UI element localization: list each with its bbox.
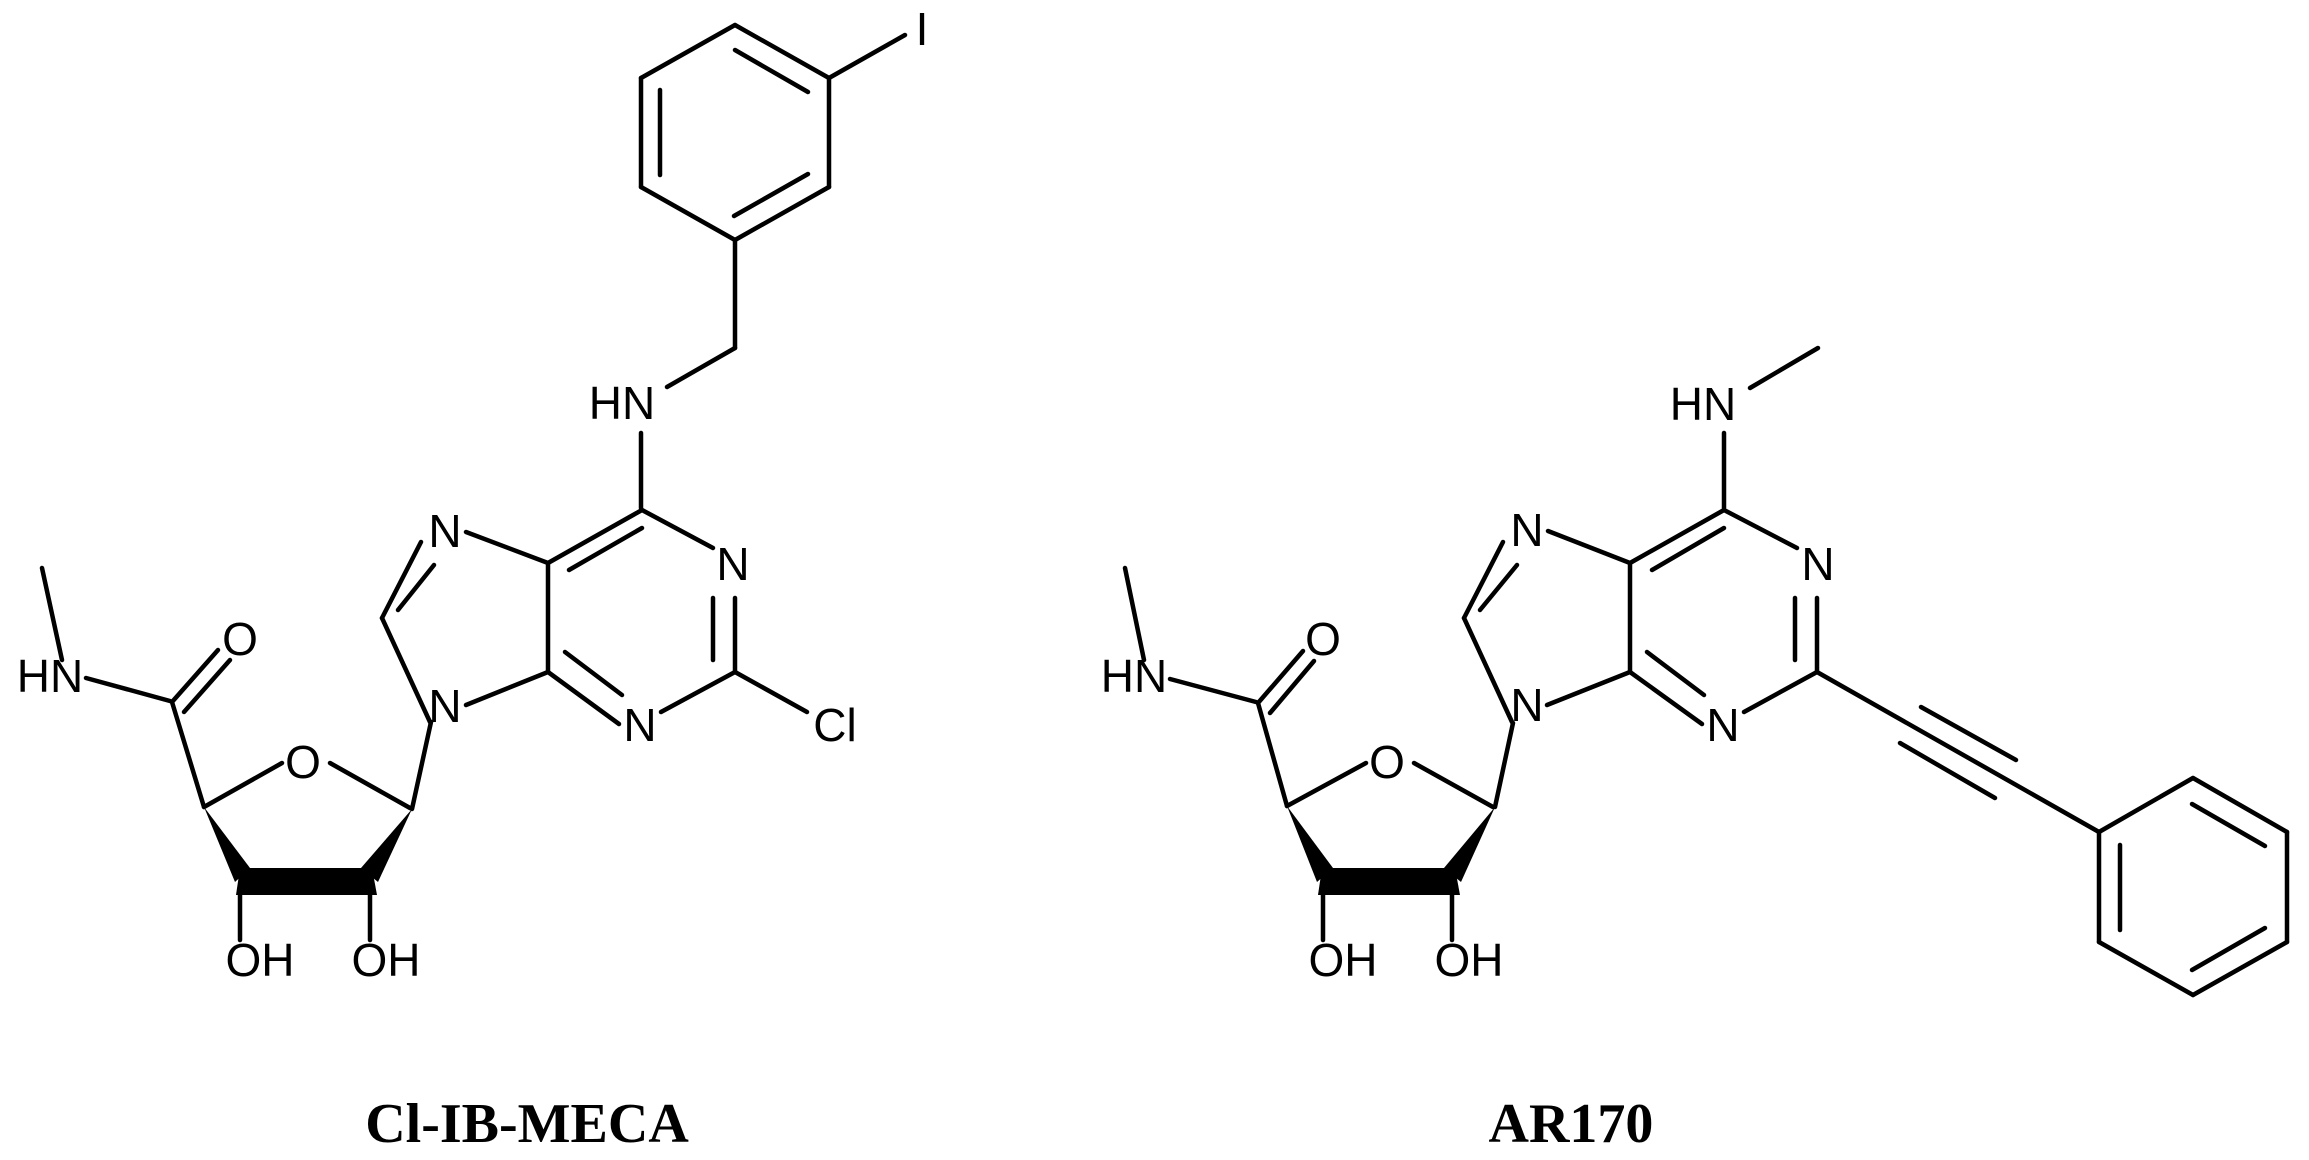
bond xyxy=(1477,562,1520,613)
bond xyxy=(409,719,434,812)
bond xyxy=(1544,669,1633,708)
atom-label-n7: N xyxy=(1510,504,1543,556)
atom-label-n3: N xyxy=(1706,699,1739,751)
bond xyxy=(731,171,811,219)
bond xyxy=(638,22,738,81)
atom-label-oh3: OH xyxy=(1309,934,1378,986)
bond xyxy=(664,345,738,390)
bold-bond xyxy=(236,868,377,895)
bond xyxy=(169,647,221,705)
bond xyxy=(1627,507,1727,566)
atom-label-n7: N xyxy=(428,505,461,557)
caption-cl-ib-meca: Cl-IB-MECA xyxy=(365,1093,689,1155)
bond xyxy=(658,669,738,715)
bold-bond xyxy=(1318,868,1460,895)
structure-cl-ib-meca: HN O O OH OH N N N Cl N HN I xyxy=(17,3,929,986)
bond xyxy=(1897,740,1998,801)
atom-label-o4p: O xyxy=(285,736,321,788)
atom-label-oh2: OH xyxy=(352,934,421,986)
atom-label-iodo: I xyxy=(916,3,929,55)
wedge-bond xyxy=(361,809,412,882)
atom-label-n9: N xyxy=(428,680,461,732)
bond xyxy=(2096,775,2196,835)
atom-label-o_amide: O xyxy=(222,613,258,665)
bond xyxy=(2189,925,2268,973)
atom-label-o_amide: O xyxy=(1305,613,1341,665)
atom-label-cl: Cl xyxy=(813,699,856,751)
wedge-bond xyxy=(1287,806,1333,882)
bond xyxy=(463,529,551,566)
atom-label-n6: HN xyxy=(1670,378,1736,430)
bond xyxy=(1649,525,1727,573)
bond xyxy=(379,615,433,725)
bond xyxy=(1267,658,1317,716)
bond xyxy=(1747,345,1821,391)
bond xyxy=(463,669,551,708)
atom-label-n1: N xyxy=(1801,538,1834,590)
bond xyxy=(1492,720,1516,810)
bond xyxy=(1644,649,1707,698)
bond xyxy=(545,669,622,727)
bond xyxy=(169,699,207,810)
bond xyxy=(395,562,437,613)
atom-label-n_amide: HN xyxy=(1101,650,1167,702)
bond xyxy=(2189,801,2268,849)
bond xyxy=(1721,507,1800,551)
atom-label-n9: N xyxy=(1510,679,1543,731)
bond xyxy=(83,675,173,704)
wedge-bond xyxy=(1444,807,1495,882)
bond xyxy=(2096,939,2196,998)
bond xyxy=(826,32,908,81)
bond xyxy=(638,184,738,243)
bond xyxy=(1545,528,1633,566)
atom-label-n_amide: HN xyxy=(17,650,83,702)
bond xyxy=(1167,676,1259,705)
bond xyxy=(1918,704,2019,763)
bond xyxy=(2190,775,2290,835)
wedge-bond xyxy=(204,807,250,882)
bond xyxy=(181,657,233,715)
atom-label-n1: N xyxy=(716,538,749,590)
bond xyxy=(1255,648,1306,706)
atom-label-oh2: OH xyxy=(1435,934,1504,986)
bond xyxy=(566,525,645,573)
bond xyxy=(1814,669,2102,835)
bond xyxy=(732,22,832,81)
atom-label-o4p: O xyxy=(1369,736,1405,788)
bond xyxy=(2190,939,2290,998)
bond xyxy=(562,649,625,698)
bond xyxy=(639,507,716,551)
atom-label-n6: HN xyxy=(589,377,655,429)
bond xyxy=(732,669,810,715)
atom-label-oh3: OH xyxy=(226,934,295,986)
bond xyxy=(39,565,65,663)
bond xyxy=(1461,615,1515,725)
bond xyxy=(1461,539,1506,621)
bond xyxy=(327,760,413,811)
caption-ar170: AR170 xyxy=(1489,1093,1654,1155)
bond xyxy=(1284,760,1369,809)
bond xyxy=(1741,669,1820,715)
bond xyxy=(732,47,811,95)
structure-ar170: HN O O OH OH N N N N HN xyxy=(1101,345,2290,998)
bond xyxy=(1122,565,1147,663)
bond xyxy=(1411,760,1496,810)
bond xyxy=(732,184,832,243)
bond xyxy=(1627,669,1705,727)
atom-label-n3: N xyxy=(623,699,656,751)
bond xyxy=(201,760,285,810)
bond xyxy=(545,507,645,566)
bond xyxy=(379,539,424,621)
bond xyxy=(1255,700,1290,809)
